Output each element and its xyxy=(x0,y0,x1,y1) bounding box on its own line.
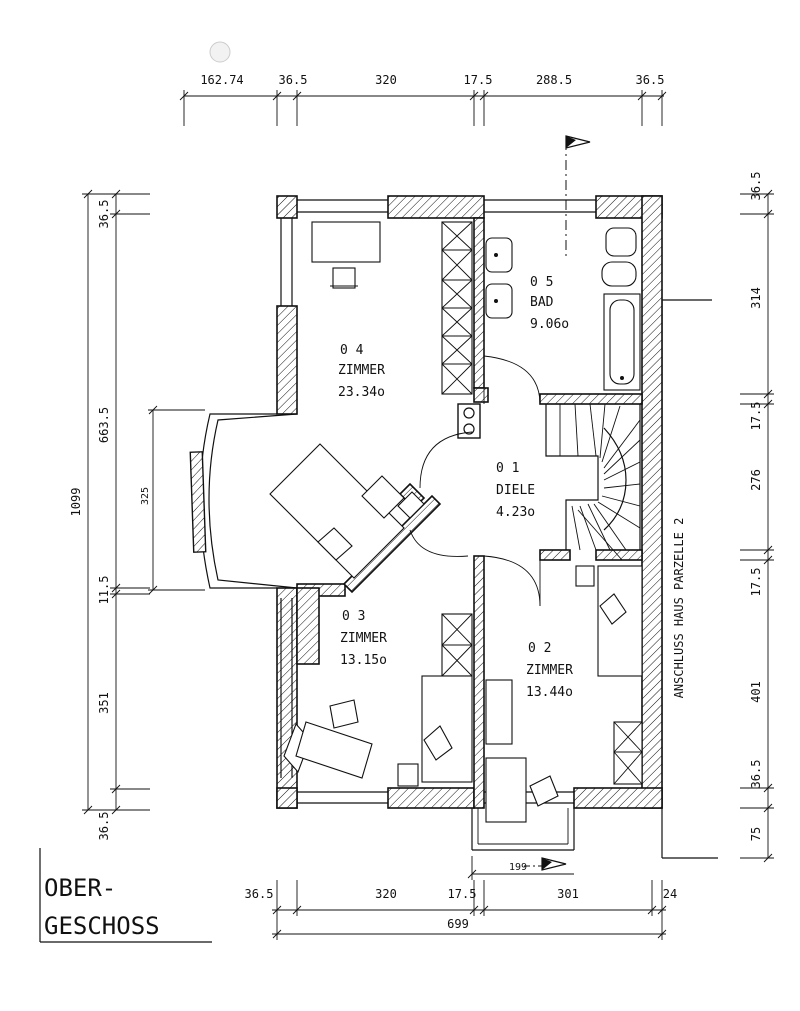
bay-dimension: 325 xyxy=(140,405,205,595)
property-boundary xyxy=(661,299,718,859)
dim-bottom-2: 320 xyxy=(375,887,397,901)
bay-window xyxy=(189,413,298,589)
room-03-name: ZIMMER xyxy=(340,631,387,646)
dim-right-3: 17.5 xyxy=(749,402,763,431)
bathroom-fixtures xyxy=(485,227,641,391)
dim-top-4: 17.5 xyxy=(464,73,493,87)
dim-bottom-1: 36.5 xyxy=(245,887,274,901)
room-05-label: 0 5 BAD 9.06o xyxy=(530,275,569,332)
room-03-area: 13.15o xyxy=(340,653,387,668)
bottom-dimension-chain: 36.5 320 17.5 301 24 699 xyxy=(245,880,677,940)
room-04-label: 0 4 ZIMMER 23.34o xyxy=(338,343,385,400)
top-dimension-chain: 162.74 36.5 320 17.5 288.5 36.5 xyxy=(179,73,667,126)
dim-right-2: 314 xyxy=(749,287,763,309)
room-05-name: BAD xyxy=(530,295,554,310)
punch-hole xyxy=(209,41,231,63)
room-01-label: 0 1 DIELE 4.23o xyxy=(496,461,535,520)
right-dimension-chain: 36.5 314 17.5 276 17.5 401 36.5 75 xyxy=(740,172,774,863)
bed-zimmer-04 xyxy=(269,443,425,579)
dim-bottom-4: 301 xyxy=(557,887,579,901)
room-05-number: 0 5 xyxy=(530,275,553,290)
room-01-area: 4.23o xyxy=(496,505,535,520)
room-01-number: 0 1 xyxy=(496,461,519,476)
dim-left-5: 36.5 xyxy=(97,812,111,841)
section-marker-top xyxy=(565,135,591,260)
desk-zimmer-03 xyxy=(283,699,373,779)
wardrobe-zimmer-04 xyxy=(441,221,473,395)
dim-top-6: 36.5 xyxy=(636,73,665,87)
balcony xyxy=(471,808,575,851)
room-03-label: 0 3 ZIMMER 13.15o xyxy=(340,609,387,668)
dim-top-2: 36.5 xyxy=(279,73,308,87)
room-04-name: ZIMMER xyxy=(338,363,385,378)
dim-bottom-3: 17.5 xyxy=(448,887,477,901)
bed-zimmer-02 xyxy=(575,565,643,677)
room-02-number: 0 2 xyxy=(528,641,551,656)
desk-zimmer-04 xyxy=(311,221,381,289)
dim-bottom-total: 699 xyxy=(447,917,469,931)
wardrobe-zimmer-03 xyxy=(441,613,473,677)
dim-left-total: 1099 xyxy=(69,488,83,517)
room-03-number: 0 3 xyxy=(342,609,365,624)
dim-right-6: 401 xyxy=(749,681,763,703)
room-02-label: 0 2 ZIMMER 13.44o xyxy=(526,641,573,700)
dim-top-1: 162.74 xyxy=(200,73,243,87)
room-02-area: 13.44o xyxy=(526,685,573,700)
title-block: OBER- GESCHOSS xyxy=(39,848,212,943)
balcony-dimension: 199 xyxy=(467,856,574,880)
doors xyxy=(409,355,541,607)
room-01-name: DIELE xyxy=(496,483,535,498)
dim-balcony: 199 xyxy=(509,862,527,873)
dim-right-1: 36.5 xyxy=(749,172,763,201)
dim-right-8: 75 xyxy=(749,827,763,841)
dim-top-5: 288.5 xyxy=(536,73,572,87)
title-line-2: GESCHOSS xyxy=(44,912,160,940)
room-04-area: 23.34o xyxy=(338,385,385,400)
dim-bay: 325 xyxy=(140,487,151,505)
dim-right-5: 17.5 xyxy=(749,568,763,597)
desk-zimmer-02 xyxy=(485,679,559,823)
left-dimension-chain: 36.5 663.5 11.5 351 36.5 1099 xyxy=(69,189,150,841)
side-note: ANSCHLUSS HAUS PARZELLE 2 xyxy=(672,518,686,699)
room-05-area: 9.06o xyxy=(530,317,569,332)
staircase xyxy=(545,403,641,561)
dim-left-1: 36.5 xyxy=(97,200,111,229)
title-line-1: OBER- xyxy=(44,874,116,902)
bed-zimmer-03 xyxy=(397,675,473,787)
dim-left-4: 351 xyxy=(97,692,111,714)
room-04-number: 0 4 xyxy=(340,343,364,358)
interior-walls xyxy=(296,217,643,809)
dim-top-3: 320 xyxy=(375,73,397,87)
wardrobe-zimmer-02 xyxy=(613,721,643,785)
room-02-name: ZIMMER xyxy=(526,663,573,678)
dim-right-4: 276 xyxy=(749,469,763,491)
dim-bottom-5: 24 xyxy=(663,887,677,901)
dim-left-3: 11.5 xyxy=(97,576,111,605)
dim-right-7: 36.5 xyxy=(749,760,763,789)
dim-left-2: 663.5 xyxy=(97,407,111,443)
